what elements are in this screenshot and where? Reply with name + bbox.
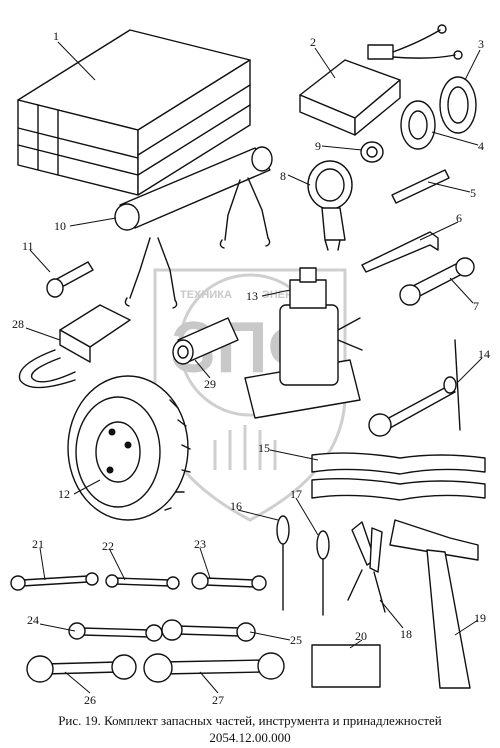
leader-lines <box>25 41 483 694</box>
part-25-wrench <box>161 619 256 642</box>
callout-8: 8 <box>280 169 286 183</box>
part-18-pliers <box>347 521 386 613</box>
part-20-plate <box>311 644 381 688</box>
part-12-spare-wheel <box>67 375 191 521</box>
part-24-wrench <box>68 622 163 642</box>
part-6-l-wrench <box>361 231 439 273</box>
part-7-box-wrench <box>399 257 475 306</box>
part-15-strips <box>311 452 486 501</box>
part-3-ring <box>439 76 477 134</box>
callout-14: 14 <box>478 347 490 361</box>
callout-23: 23 <box>194 537 206 551</box>
callout-6: 6 <box>456 211 462 225</box>
part-28-connector <box>18 304 131 389</box>
callout-1: 1 <box>53 29 59 43</box>
figure-caption: Рис. 19. Комплект запасных частей, инстр… <box>58 713 442 728</box>
part-21-wrench <box>10 572 99 591</box>
callout-27: 27 <box>212 693 224 707</box>
part-8-pressure-gauge <box>307 160 353 251</box>
part-11-bolt <box>46 261 94 298</box>
part-16-screwdriver <box>276 515 290 611</box>
part-27-wrench <box>143 652 285 683</box>
part-5-pin <box>391 169 450 204</box>
part-13-hydraulic-jack <box>244 267 363 419</box>
callout-2: 2 <box>310 35 316 49</box>
callout-24: 24 <box>27 613 39 627</box>
part-14-wheel-wrench <box>368 339 461 437</box>
callout-9: 9 <box>315 139 321 153</box>
callout-28: 28 <box>12 317 24 331</box>
callout-3: 3 <box>478 37 484 51</box>
part-22-wrench <box>105 574 180 590</box>
callout-29: 29 <box>204 377 216 391</box>
part-17-screwdriver <box>316 530 330 616</box>
part-26-wrench <box>26 654 137 683</box>
callout-25: 25 <box>290 633 302 647</box>
callout-10: 10 <box>54 219 66 233</box>
part-4-ring <box>400 100 436 150</box>
callout-7: 7 <box>473 299 479 313</box>
watermark-text-left: ТЕХНИКА <box>180 289 232 301</box>
callout-21: 21 <box>32 537 44 551</box>
callout-17: 17 <box>290 487 302 501</box>
part-19-hammer <box>389 519 479 689</box>
part-9-nut <box>360 141 384 163</box>
callout-19: 19 <box>474 611 486 625</box>
part-10-tow-rope <box>114 146 273 309</box>
callout-4: 4 <box>478 139 484 153</box>
callout-5: 5 <box>470 186 476 200</box>
callout-20: 20 <box>355 629 367 643</box>
part-29-socket-tube <box>172 317 239 365</box>
callout-11: 11 <box>22 239 34 253</box>
callout-18: 18 <box>400 627 412 641</box>
callout-labels: 1 2 3 4 5 6 7 8 9 10 11 12 13 14 15 16 1… <box>12 29 490 707</box>
callout-26: 26 <box>84 693 96 707</box>
callout-16: 16 <box>230 499 242 513</box>
callout-13: 13 <box>246 289 258 303</box>
figure-code: 2054.12.00.000 <box>209 730 291 745</box>
part-1-wooden-box <box>17 29 251 196</box>
callout-22: 22 <box>102 539 114 553</box>
part-23-wrench <box>191 572 267 591</box>
callout-15: 15 <box>258 441 270 455</box>
part-2-relay-block <box>299 24 463 136</box>
callout-12: 12 <box>58 487 70 501</box>
